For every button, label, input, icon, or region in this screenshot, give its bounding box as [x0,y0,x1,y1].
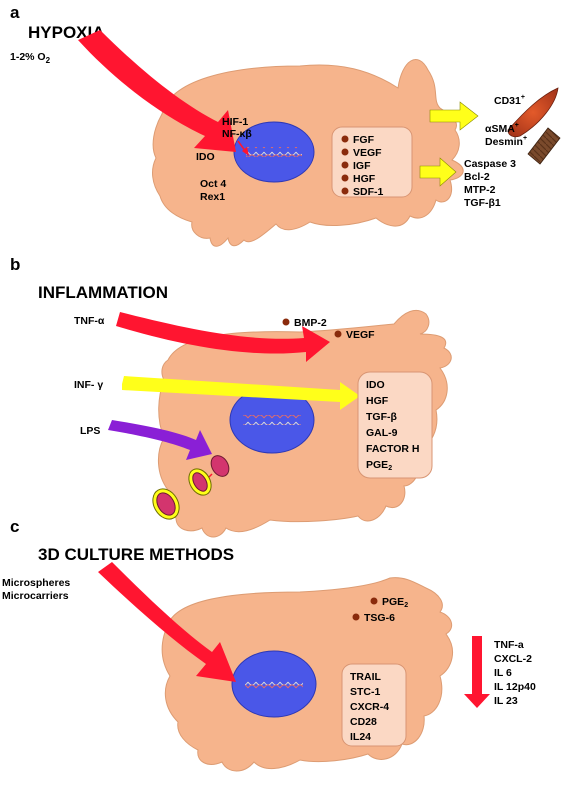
box-b-hgf: HGF [366,395,389,407]
ido-label-a: IDO [196,151,215,163]
nfkb-arrowhead [242,147,249,156]
desmin-label: Desmin+ [485,135,527,148]
bmp2-label: BMP-2 [294,317,327,329]
bullet [341,148,349,156]
stimulus-lps: LPS [80,425,100,437]
bullet [341,187,349,195]
muscle-cell-icon [527,127,561,165]
box-c-cd28: CD28 [350,716,377,728]
bullet [341,135,349,143]
bullet [352,613,360,621]
down-il12p40: IL 12p40 [494,681,536,693]
dna-icon-c [245,679,303,689]
box-b-tgfb: TGF-β [366,411,397,423]
outcome-tgfb1: TGF-β1 [464,197,501,209]
marker-rex1: Rex1 [200,191,225,203]
panel-a-letter: a [10,3,20,22]
outcome-caspase3: Caspase 3 [464,158,516,170]
box-b-list: IDO HGF TGF-β GAL-9 FACTOR H PGE2 [366,379,419,472]
pge2-label-c: PGE2 [382,596,408,609]
factor-nfkb: NF-κβ [222,128,252,140]
dna-icon-a [246,147,302,157]
box-c-stc1: STC-1 [350,686,380,698]
infg-arrow [122,376,360,410]
box-c [341,663,407,747]
stimulus-microspheres: Microspheres [2,577,70,589]
box-c-list: TRAIL STC-1 CXCR-4 CD28 IL24 [350,671,389,743]
box-b-factorh: FACTOR H [366,443,419,455]
mitochondria [152,455,230,520]
box-b [357,371,433,479]
panel-c-title: 3D CULTURE METHODS [38,545,234,564]
bullet [334,330,342,338]
box-b-ido: IDO [366,379,385,391]
dna-icon-b [243,415,301,425]
mitochondrion [210,455,230,477]
cd31-label: CD31+ [494,94,525,107]
factor-hif1: HIF-1 [222,116,248,128]
bullet [370,597,378,605]
yellow-arrow-apoptosis [419,157,457,187]
lps-arrow [108,420,212,460]
hypoxia-arrow [78,30,236,152]
outcome-mtp2: MTP-2 [464,184,496,196]
secreted-hgf: HGF [353,173,376,185]
panel-a-stimulus: 1-2% O2 [10,51,51,65]
bullet [282,318,290,326]
down-il6: IL 6 [494,667,512,679]
panel-a-stimulus-subscript: 2 [46,56,51,65]
secreted-vegf: VEGF [353,147,382,159]
panel-c: c 3D CULTURE METHODS Microspheres Microc… [2,517,536,772]
mitochondrion [192,472,208,492]
downregulation-arrow [464,636,490,708]
secreted-igf: IGF [353,160,371,172]
asma-label: αSMA+ [485,122,519,135]
box-c-trail: TRAIL [350,671,381,683]
vegf-label-b: VEGF [346,329,375,341]
box-b-pge2: PGE2 [366,459,392,472]
mitochondrion [156,492,176,516]
secreted-list-a: FGF VEGF IGF HGF SDF-1 [341,134,383,198]
secreted-fgf: FGF [353,134,375,146]
outcome-bcl2: Bcl-2 [464,171,490,183]
secreted-box-a [331,126,413,198]
panel-b-title: INFLAMMATION [38,283,168,302]
box-c-il24: IL24 [350,731,371,743]
tsg6-label: TSG-6 [364,612,395,624]
down-cxcl2: CXCL-2 [494,653,532,665]
marker-oct4: Oct 4 [200,178,226,190]
stimulus-tnfa: TNF-α [74,315,105,327]
panel-a: a HYPOXIA 1-2% O2 HIF-1 NF-κβ IDO Oct 4 … [10,3,561,247]
bullet [341,161,349,169]
box-c-cxcr4: CXCR-4 [350,701,389,713]
culture-arrow [98,562,236,682]
box-b-gal9: GAL-9 [366,427,398,439]
endothelial-cell-icon [507,87,559,138]
bullet [341,174,349,182]
panel-b: b INFLAMMATION TNF-α BMP-2 VEGF INF- γ I… [10,255,452,538]
panel-c-letter: c [10,517,19,536]
yellow-arrow-differentiation [429,101,479,131]
stimulus-infg: INF- γ [74,379,103,391]
stimulus-microcarriers: Microcarriers [2,590,69,602]
tnfa-arrow [116,312,330,362]
down-tnfa: TNF-a [494,639,524,651]
panel-b-letter: b [10,255,20,274]
down-il23: IL 23 [494,695,518,707]
secreted-sdf1: SDF-1 [353,186,383,198]
